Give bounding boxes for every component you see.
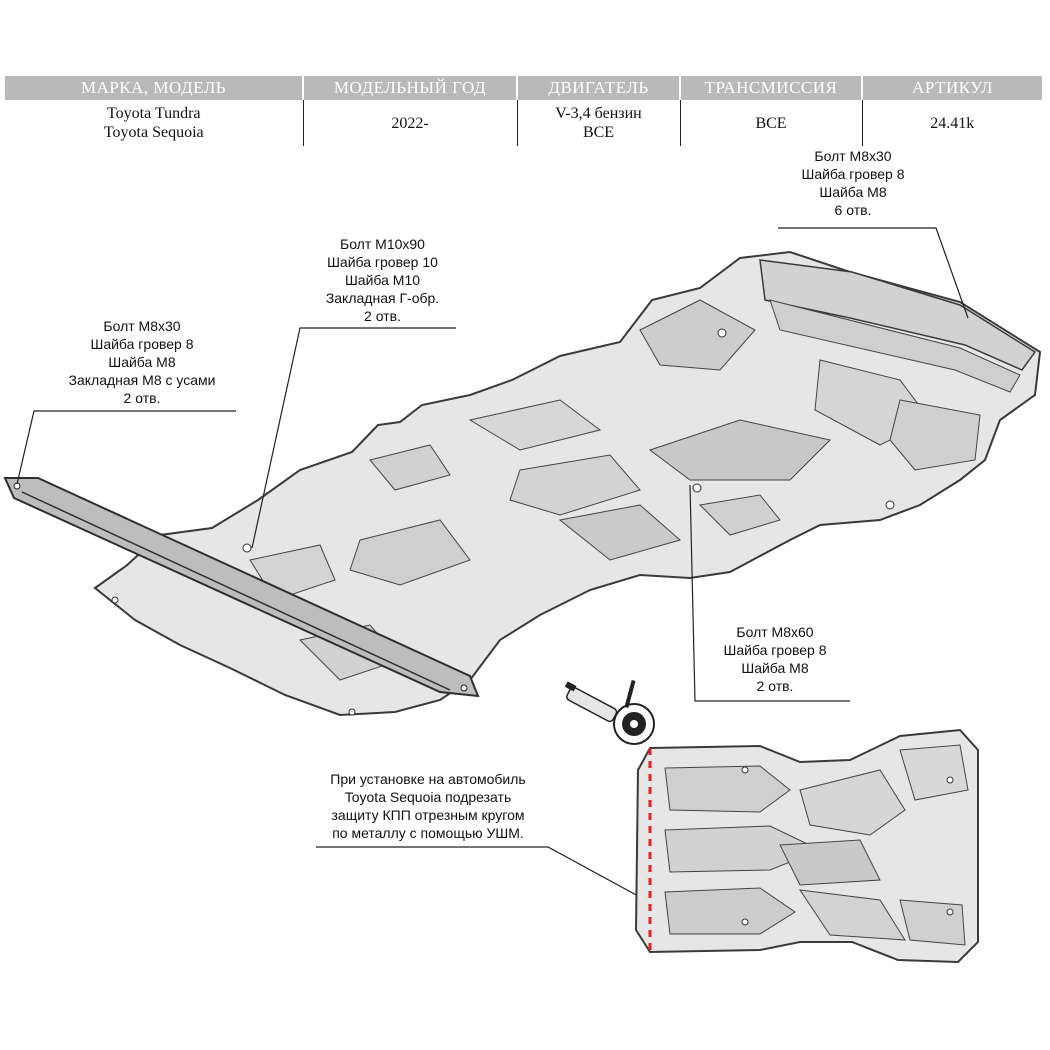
callout-note: При установке на автомобиль Toyota Sequo… [300, 770, 556, 842]
callout-left: Болт М8х30 Шайба гровер 8 Шайба М8 Закла… [44, 317, 240, 407]
leader-lines [16, 227, 969, 898]
callout-line: Закладная М8 с усами [68, 372, 216, 388]
callout-line: 2 отв. [756, 678, 794, 694]
callout-line: Болт М8х30 [103, 318, 181, 334]
cell-engine: V-3,4 бензин ВСЕ [517, 100, 681, 146]
callout-line: Болт М8х30 [814, 148, 892, 164]
header-engine: ДВИГАТЕЛЬ [517, 76, 681, 100]
header-article: АРТИКУЛ [862, 76, 1042, 100]
leader-center-top [251, 327, 456, 549]
callout-line: Шайба М8 [819, 184, 887, 200]
callout-line: 6 отв. [834, 202, 872, 218]
callout-line: Болт М10х90 [340, 236, 425, 252]
leader-note [316, 846, 641, 898]
callout-line: Шайба М8 [108, 354, 176, 370]
callout-line: 2 отв. [123, 390, 161, 406]
callout-line: Шайба гровер 8 [90, 336, 194, 352]
callout-line: Шайба гровер 8 [801, 166, 905, 182]
header-transmission: ТРАНСМИССИЯ [680, 76, 863, 100]
skid-plate-main [93, 250, 1042, 717]
leader-rear-top [778, 227, 969, 319]
callout-line: Шайба М8 [741, 660, 809, 676]
callout-rear-top: Болт М8х30 Шайба гровер 8 Шайба М8 6 отв… [778, 147, 928, 219]
cell-transmission: ВСЕ [680, 100, 863, 146]
spec-table: МАРКА, МОДЕЛЬ МОДЕЛЬНЫЙ ГОД ДВИГАТЕЛЬ ТР… [5, 76, 1042, 146]
note-line: При установке на автомобиль [330, 771, 526, 787]
callout-right-mid: Болт М8х60 Шайба гровер 8 Шайба М8 2 отв… [700, 623, 850, 695]
callout-center-top: Болт М10х90 Шайба гровер 10 Шайба М10 За… [300, 235, 465, 325]
model-line: Toyota Tundra [106, 105, 201, 122]
callout-line: Закладная Г-обр. [325, 290, 440, 306]
note-line: Toyota Sequoia подрезать [344, 789, 512, 805]
callout-line: Болт М8х60 [736, 624, 814, 640]
model-line: Toyota Sequoia [103, 124, 204, 141]
cell-model: Toyota Tundra Toyota Sequoia [5, 100, 304, 146]
callout-line: Шайба гровер 10 [327, 254, 438, 270]
callout-line: Шайба М10 [344, 272, 421, 288]
cross-bar [3, 477, 480, 698]
cell-article: 24.41k [930, 114, 975, 132]
table-header-row: МАРКА, МОДЕЛЬ МОДЕЛЬНЫЙ ГОД ДВИГАТЕЛЬ ТР… [5, 76, 1042, 100]
engine-line: ВСЕ [582, 124, 615, 141]
callout-line: 2 отв. [364, 308, 401, 324]
header-model-year: МОДЕЛЬНЫЙ ГОД [303, 76, 518, 100]
angle-grinder-icon [564, 679, 655, 745]
engine-line: V-3,4 бензин [555, 105, 642, 122]
callout-line: Шайба гровер 8 [723, 642, 827, 658]
leader-right-mid [689, 484, 850, 702]
note-line: защиту КПП отрезным кругом [331, 807, 525, 823]
note-line: по металлу с помощью УШМ. [332, 825, 524, 841]
cell-year: 2022- [303, 100, 518, 146]
transmission-plate-inset [634, 728, 979, 964]
leader-left [16, 410, 236, 485]
table-row: Toyota Tundra Toyota Sequoia 2022- V-3,4… [5, 100, 1042, 146]
header-brand-model: МАРКА, МОДЕЛЬ [5, 76, 304, 100]
